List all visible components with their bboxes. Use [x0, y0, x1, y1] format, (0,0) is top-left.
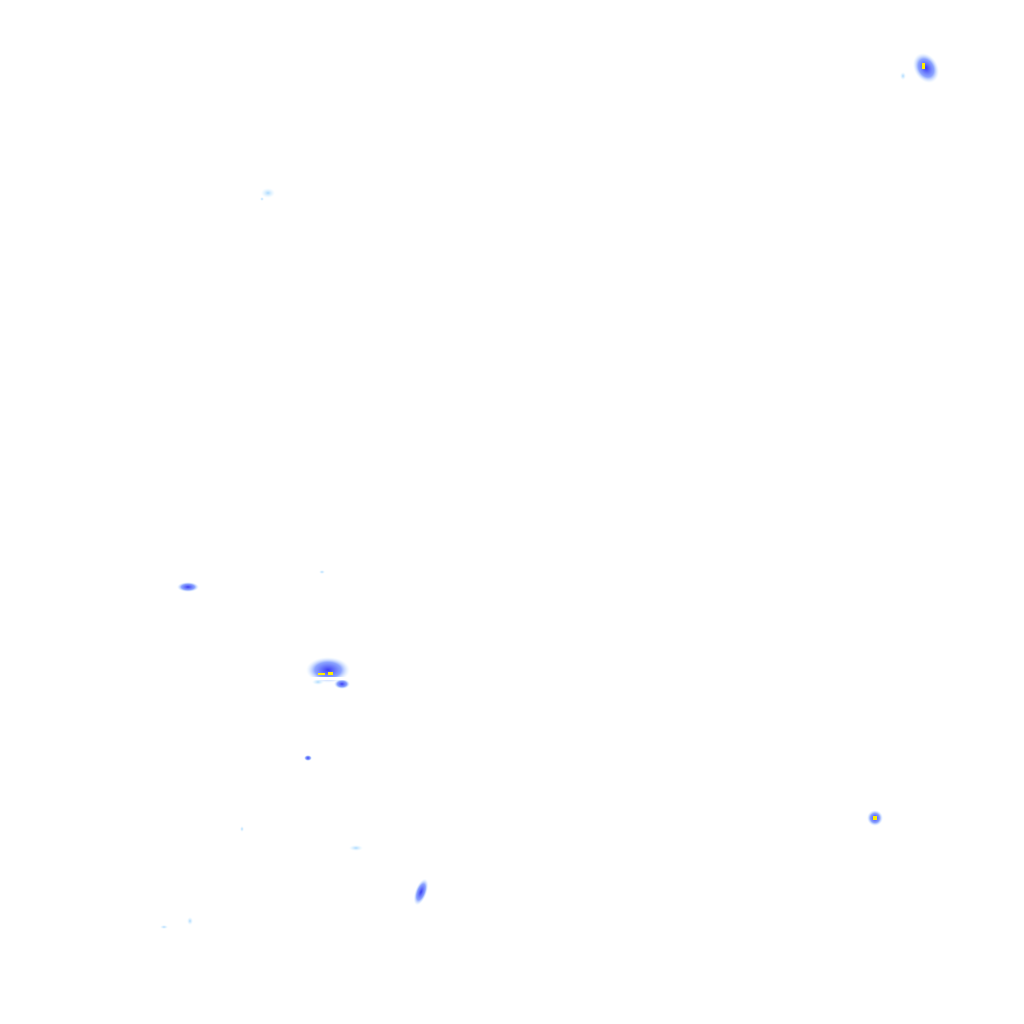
heat-blob [349, 845, 363, 851]
heat-blob [900, 72, 906, 80]
heat-gap [306, 677, 350, 680]
heat-blob [261, 188, 275, 198]
heat-blob [260, 197, 264, 201]
heat-blob [413, 878, 429, 906]
heat-peak [873, 816, 877, 820]
heat-blob [334, 679, 350, 689]
heat-peak [328, 672, 333, 675]
heat-blob [312, 679, 324, 685]
heat-peak [922, 63, 925, 69]
heat-blob [177, 582, 199, 592]
heat-peak [318, 673, 325, 675]
heat-blob [319, 570, 325, 574]
heat-blob [187, 917, 193, 925]
heat-blob [304, 755, 312, 761]
heat-blob [306, 657, 350, 683]
heat-blob [912, 52, 940, 84]
heat-blob [240, 826, 244, 832]
heat-blob [160, 925, 168, 929]
